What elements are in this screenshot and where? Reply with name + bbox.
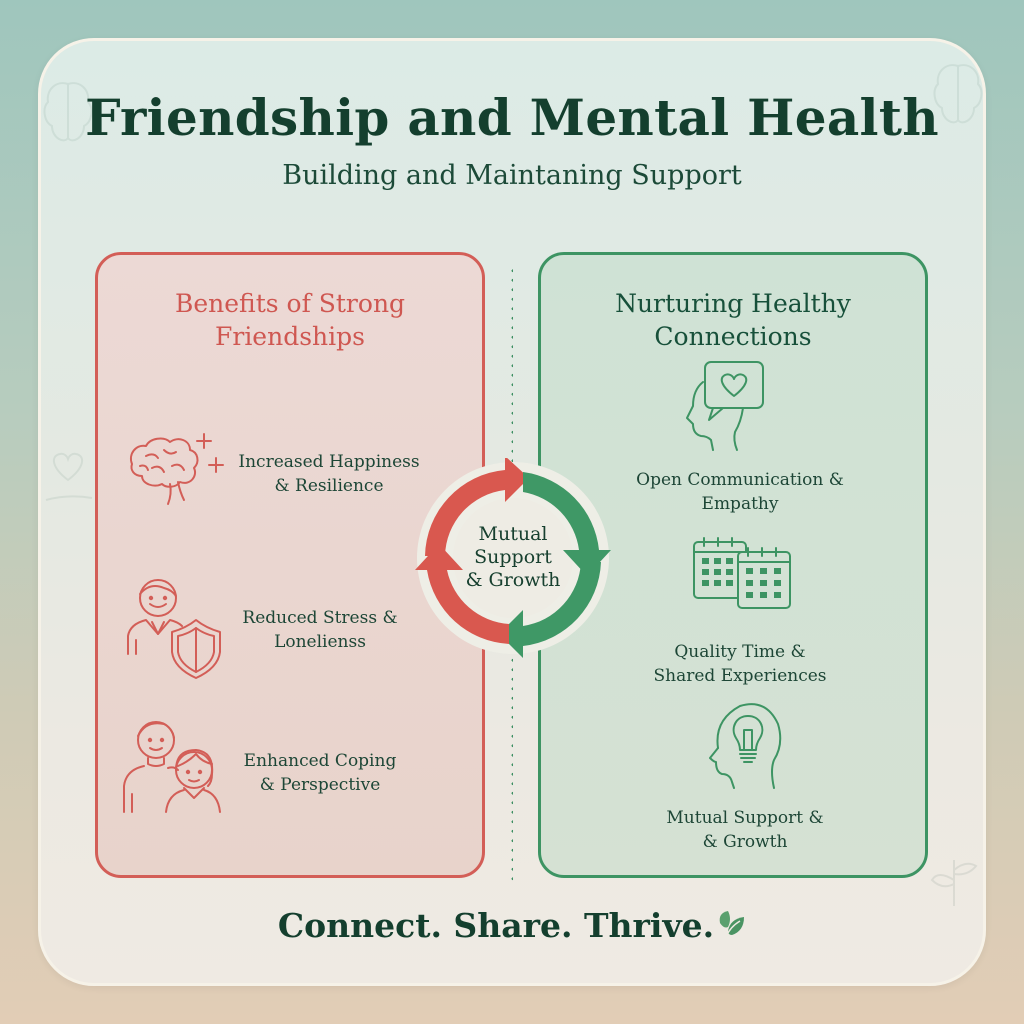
nurturing-item: Open Communication & Empathy [620, 468, 860, 516]
item-text-line: Enhanced Coping [243, 751, 397, 771]
benefits-panel-title: Benefits of Strong Friendships [98, 287, 482, 353]
item-text-line: Open Communication & [636, 470, 844, 490]
benefit-item: Enhanced Coping & Perspective [232, 749, 408, 797]
benefit-item: Reduced Stress & Lonelienss [230, 606, 410, 654]
brain-doodle-icon [933, 64, 983, 124]
calendars-icon [693, 537, 791, 609]
heart-doodle-icon [45, 452, 93, 501]
cycle-label-line: Mutual [478, 523, 548, 545]
leaf-doodle-icon [930, 860, 978, 906]
brain-doodle-icon [43, 82, 93, 142]
item-text-line: & Perspective [259, 775, 381, 795]
item-text-line: Empathy [701, 494, 779, 514]
cycle-label: Mutual Support & Growth [413, 523, 613, 592]
item-text-line: Mutual Support & [666, 808, 824, 828]
brain-sparkle-icon [130, 433, 224, 505]
panel-title-line: Connections [654, 322, 812, 351]
cycle-arrows-icon [415, 458, 611, 658]
footer-tagline: Connect. Share. Thrive. [0, 906, 1024, 945]
nurturing-item: Quality Time & Shared Experiences [630, 640, 850, 688]
panel-title-line: Nurturing Healthy [615, 289, 851, 318]
head-lightbulb-icon [709, 703, 782, 789]
page-subtitle: Building and Maintaning Support [282, 160, 742, 191]
item-text-line: Increased Happiness [238, 452, 420, 472]
nurturing-panel-title: Nurturing Healthy Connections [541, 287, 925, 353]
panel-title-line: Friendships [215, 322, 365, 351]
item-text-line: Shared Experiences [653, 666, 827, 686]
tagline-text: Connect. Share. Thrive. [277, 906, 715, 945]
panel-title-line: Benefits of Strong [174, 289, 406, 318]
head-heart-speech-icon [686, 361, 764, 451]
two-people-icon [123, 721, 221, 813]
item-text-line: Quality Time & [674, 642, 806, 662]
leaf-icon [719, 911, 745, 938]
cycle-label-line: & Growth [465, 569, 561, 591]
page-title: Friendship and Mental Health [85, 88, 939, 147]
nurturing-item: Mutual Support & & Growth [640, 806, 850, 854]
benefit-item: Increased Happiness & Resilience [230, 450, 428, 498]
person-shield-icon [127, 579, 221, 679]
cycle-label-line: Support [474, 546, 552, 568]
item-text-line: & Growth [702, 832, 788, 852]
item-text-line: Lonelienss [274, 632, 366, 652]
item-text-line: & Resilience [274, 476, 384, 496]
item-text-line: Reduced Stress & [242, 608, 398, 628]
